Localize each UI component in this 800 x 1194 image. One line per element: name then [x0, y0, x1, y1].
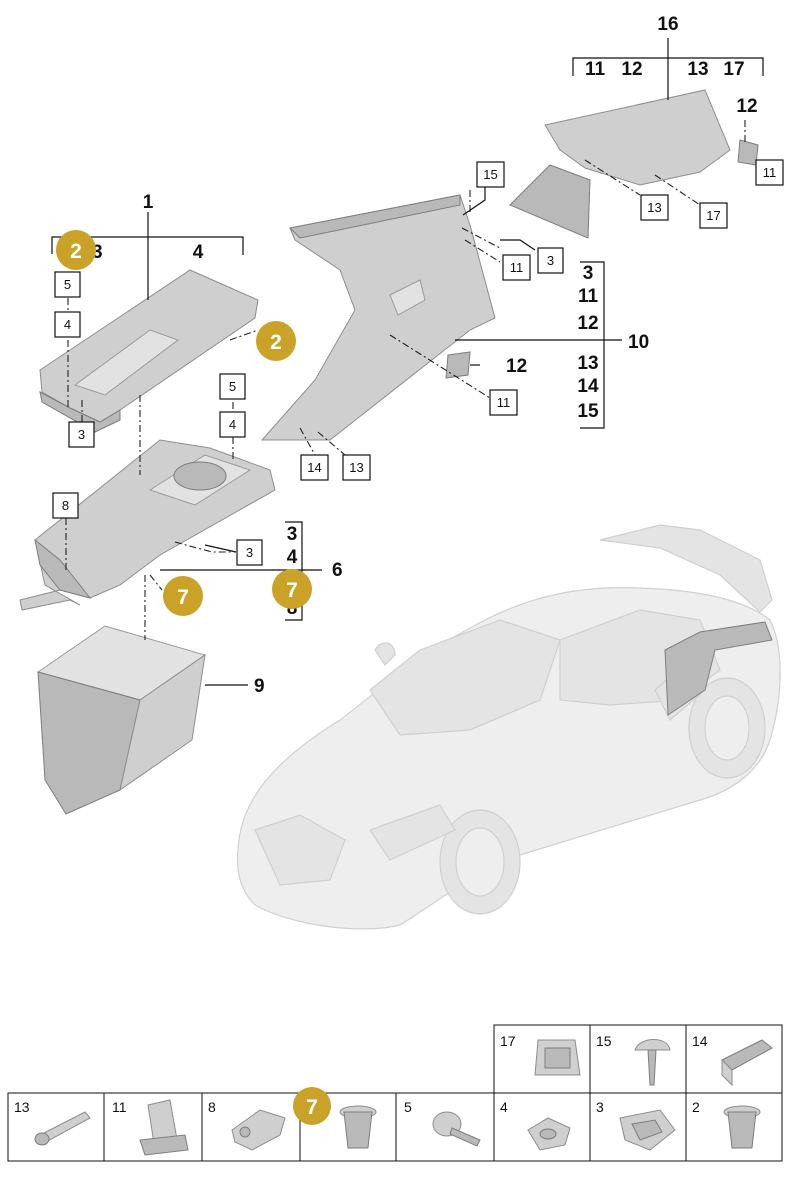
car-silhouette [236, 524, 781, 930]
washer-4-icon [527, 1117, 571, 1151]
box-13-rear: 13 [647, 200, 661, 215]
label-12-rear: 12 [736, 96, 757, 117]
leader-lines [51, 38, 764, 686]
cell-15-num: 15 [596, 1033, 612, 1049]
clip-17-icon [534, 1039, 581, 1076]
box-3-frame: 3 [246, 545, 253, 560]
box-13-side: 13 [349, 460, 363, 475]
part-1-tray [39, 269, 259, 433]
part-9-bin [36, 625, 207, 815]
box-3-left: 3 [78, 427, 85, 442]
dash-lines [65, 120, 746, 640]
part-10-side-panel [260, 194, 496, 441]
label-9: 9 [254, 676, 265, 697]
boxed-labels: 5 4 3 5 4 8 3 15 11 3 11 14 13 11 13 17 [52, 159, 784, 566]
cell-7-badge: 7 [306, 1096, 318, 1119]
badge-7-left: 7 [177, 586, 189, 609]
box-17-rear: 17 [706, 208, 720, 223]
box-4-mid: 4 [229, 417, 236, 432]
nut-8-icon [231, 1109, 286, 1151]
clip-3-icon [619, 1109, 676, 1151]
grommet-7-icon [339, 1105, 377, 1149]
label-3-frame: 3 [287, 524, 298, 545]
plug-14-icon [721, 1039, 773, 1087]
cell-11-num: 11 [112, 1099, 127, 1115]
box-11-side-a: 11 [510, 260, 524, 275]
label-16-12: 12 [621, 59, 642, 80]
label-10-14: 14 [577, 376, 599, 397]
label-16-11: 11 [585, 59, 606, 80]
pin-13-icon [34, 1111, 91, 1146]
cell-17-num: 17 [500, 1033, 516, 1049]
label-16-17: 17 [723, 59, 744, 80]
part-6-frame [19, 439, 276, 611]
label-1: 1 [143, 192, 154, 213]
cell-4-num: 4 [500, 1099, 508, 1115]
label-16: 16 [657, 14, 678, 35]
box-8: 8 [62, 498, 69, 513]
gold-badges: 2 2 7 7 [56, 230, 312, 616]
box-11-rear: 11 [763, 165, 777, 180]
rivet-15-icon [634, 1039, 671, 1086]
cell-14-num: 14 [692, 1033, 708, 1049]
clip-11-icon [139, 1099, 189, 1156]
label-16-13: 13 [687, 59, 708, 80]
cell-5-num: 5 [404, 1099, 412, 1115]
cell-13-num: 13 [14, 1099, 30, 1115]
box-3-side: 3 [547, 253, 554, 268]
badge-2-right: 2 [270, 331, 282, 354]
cell-3-num: 3 [596, 1099, 604, 1115]
cell-2-num: 2 [692, 1099, 700, 1115]
label-10-12: 12 [577, 313, 598, 334]
cell-8-num: 8 [208, 1099, 216, 1115]
label-10: 10 [628, 332, 649, 353]
label-3-partial: 3 [92, 242, 103, 263]
box-15: 15 [483, 167, 497, 182]
badge-7-right: 7 [286, 579, 298, 602]
box-5-left: 5 [64, 277, 71, 292]
box-14: 14 [307, 460, 321, 475]
label-4-frame: 4 [287, 547, 298, 568]
label-12-side: 12 [506, 356, 527, 377]
screw-5-icon [432, 1111, 481, 1147]
box-4-left: 4 [64, 317, 71, 332]
part-16-rear-trim [509, 89, 759, 239]
grommet-2-icon [723, 1105, 761, 1149]
label-10-15: 15 [577, 401, 599, 422]
box-11-side-b: 11 [497, 395, 511, 410]
label-10-3: 3 [583, 263, 594, 284]
label-10-13: 13 [577, 353, 598, 374]
plain-labels: 1 3 4 3 4 8 6 9 16 11 12 13 17 12 12 10 … [92, 14, 758, 697]
label-4: 4 [193, 242, 204, 263]
box-5-mid: 5 [229, 379, 236, 394]
badge-2-top: 2 [70, 240, 82, 263]
label-10-11: 11 [578, 286, 599, 307]
label-6: 6 [332, 560, 343, 581]
parts-table: 17 15 14 13 11 8 5 4 3 2 7 [7, 1024, 783, 1162]
